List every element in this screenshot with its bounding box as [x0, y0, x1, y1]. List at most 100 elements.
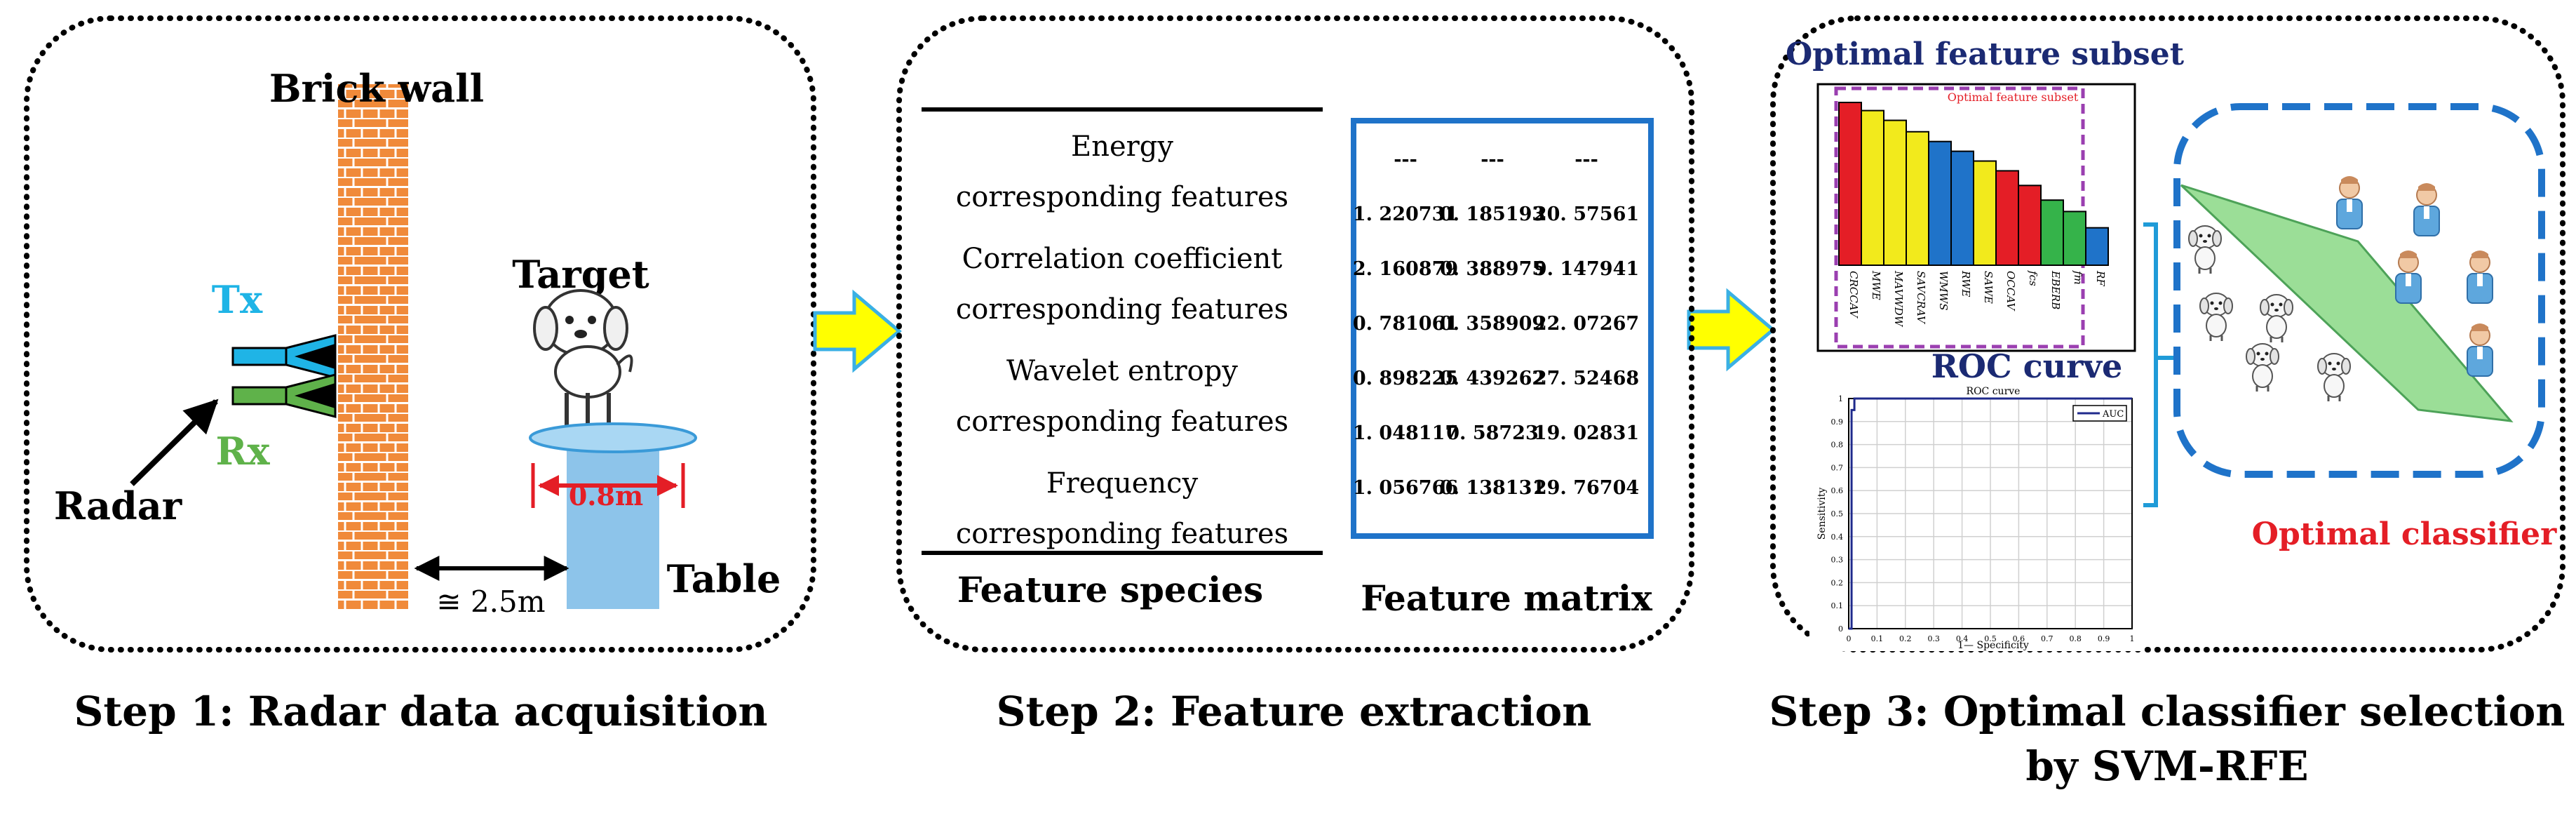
matrix-cell: 22. 07267 [1534, 313, 1639, 335]
feature-matrix-box [1351, 118, 1654, 539]
bar [1973, 160, 1997, 266]
matrix-cell: 0. 185193 [1440, 203, 1545, 225]
feature-species-title: Feature species [957, 569, 1263, 610]
person-icon [2336, 175, 2363, 229]
roc-y-tick-label: 0.8 [1831, 441, 1844, 450]
bar-category-label: MWE [1870, 270, 1882, 300]
step2-to-step3-arrow-icon [1687, 288, 1776, 372]
radar-label: Radar [54, 483, 182, 528]
distance-label: ≅ 2.5m [436, 584, 545, 619]
roc-x-tick-label: 0.2 [1899, 634, 1912, 643]
step2-frame [896, 15, 1694, 653]
bar [2018, 185, 2042, 267]
person-icon [2467, 250, 2493, 304]
step3-caption-line1: Step 3: Optimal classifier selection [1769, 688, 2565, 735]
step3-caption-line2: by SVM-RFE [2025, 742, 2308, 790]
roc-y-tick-label: 0.2 [1831, 578, 1844, 587]
bar-category-label: SAVCRAV [1915, 271, 1927, 325]
feature-group-title: Frequency [1046, 467, 1199, 500]
step3-panel: Optimal feature subset Optimal feature s… [1770, 15, 2565, 653]
roc-x-tick-label: 0.1 [1871, 634, 1884, 643]
matrix-cell: 0. 58723 [1446, 422, 1539, 444]
roc-y-tick-label: 0.9 [1831, 417, 1844, 427]
bar [2085, 227, 2109, 267]
bar-category-label: RF [2094, 270, 2107, 286]
matrix-cell: 29. 76704 [1534, 477, 1639, 499]
roc-y-tick-label: 0.4 [1831, 533, 1844, 542]
roc-y-tick-label: 0.6 [1831, 486, 1844, 495]
dog-icon [2317, 352, 2352, 403]
rx-label: Rx [215, 429, 270, 474]
roc-x-tick-label: 1 [2130, 634, 2135, 643]
optimal-subset-inner-label: Optimal feature subset [1948, 91, 2079, 104]
feature-group-subtitle: corresponding features [956, 181, 1288, 213]
roc-y-axis-label: Sensitivity [1816, 488, 1828, 540]
roc-chart-title: ROC curve [1967, 386, 2021, 397]
bar [1928, 140, 1952, 266]
bar [2040, 199, 2064, 267]
radar-pointer-arrow [130, 399, 219, 486]
step1-caption: Step 1: Radar data acquisition [74, 688, 767, 735]
roc-y-tick-label: 0.3 [1831, 556, 1844, 565]
bar [1995, 170, 2019, 266]
feature-group-subtitle: corresponding features [956, 406, 1288, 438]
decision-boundary-shape [2180, 184, 2514, 422]
dog-icon [2187, 225, 2223, 275]
table-icon [529, 422, 697, 609]
bar-category-label: fcs [2027, 270, 2039, 286]
feature-group-title: Wavelet entropy [1006, 355, 1238, 387]
feature-matrix-title: Feature matrix [1361, 577, 1653, 619]
step2-caption: Step 2: Feature extraction [997, 688, 1592, 735]
matrix-cell: --- [1394, 149, 1417, 170]
roc-x-tick-label: 0.6 [2013, 634, 2025, 643]
feature-group-title: Correlation coefficient [962, 243, 1283, 275]
bar-category-label: MAVWDW [1892, 270, 1905, 328]
matrix-cell: 0. 781061 [1353, 313, 1458, 335]
matrix-cell: 1. 220731 [1353, 203, 1458, 225]
step1-panel: Brick wall Tx Rx Radar Target [24, 15, 816, 653]
feature-group-subtitle: corresponding features [956, 293, 1288, 326]
brick-wall-label: Brick wall [269, 66, 484, 111]
bar [1861, 109, 1884, 266]
roc-x-tick-label: 0.8 [2069, 634, 2082, 643]
person-icon [2395, 250, 2422, 304]
roc-background [1809, 387, 2142, 651]
roc-x-axis-label: 1— Specificity [1957, 640, 2029, 651]
roc-x-tick-label: 0.7 [2041, 634, 2054, 643]
roc-legend-label: AUC [2102, 409, 2124, 420]
roc-y-tick-label: 1 [1838, 394, 1843, 403]
optimal-feature-subset-title: Optimal feature subset [1786, 36, 2185, 72]
matrix-cell: 0. 358909 [1440, 313, 1545, 335]
bar [2063, 210, 2086, 266]
bar [1838, 102, 1862, 266]
roc-x-tick-label: 0 [1847, 634, 1852, 643]
matrix-cell: 0. 439262 [1440, 368, 1545, 389]
step1-to-step2-arrow-icon [813, 289, 902, 373]
table-width-label: 0.8m [569, 480, 643, 511]
matrix-cell: 9. 147941 [1534, 258, 1639, 280]
bar [1950, 150, 1974, 266]
person-icon [2467, 323, 2493, 377]
matrix-cell: 0. 388975 [1440, 258, 1545, 280]
step1-frame [24, 15, 816, 653]
bar-category-label: fm [2072, 270, 2084, 285]
roc-y-tick-label: 0 [1838, 624, 1843, 634]
tx-antenna-icon [231, 334, 337, 379]
matrix-cell: 1. 056766 [1353, 477, 1458, 499]
matrix-cell: --- [1481, 149, 1504, 170]
rx-antenna-icon [231, 373, 337, 418]
dog-icon [2259, 293, 2294, 344]
bar-category-label: RWE [1960, 270, 1972, 297]
bar-category-label: WMWS [1937, 271, 1950, 310]
feature-group-title: Energy [1071, 131, 1173, 163]
roc-x-tick-label: 0.3 [1927, 634, 1940, 643]
bar-category-label: CRCCAV [1847, 271, 1860, 319]
feature-group-subtitle: corresponding features [956, 518, 1288, 550]
